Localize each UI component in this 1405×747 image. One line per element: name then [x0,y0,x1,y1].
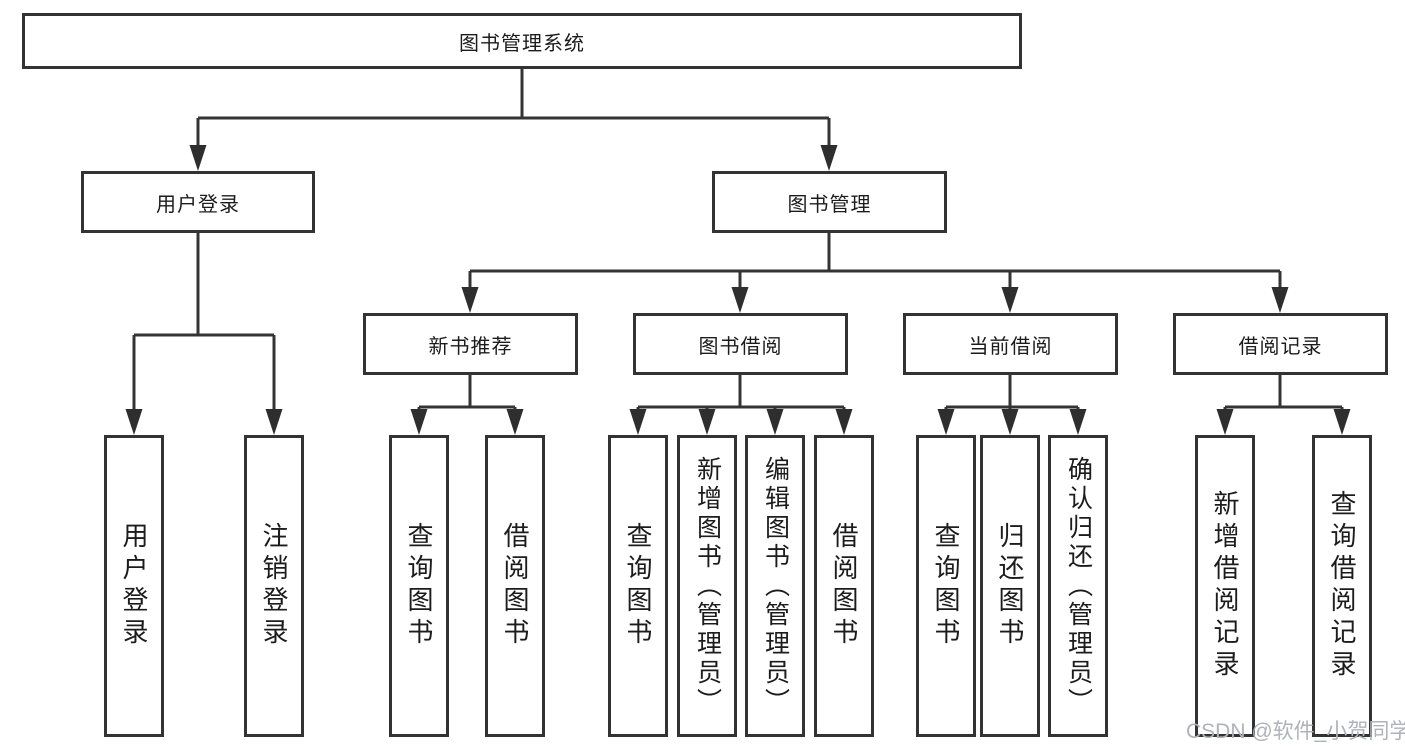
node-label: 查询图书 [931,522,961,650]
connector-new-book-to-leaves [410,375,524,435]
arrowhead [1001,287,1019,313]
node-leaf-return-book: 归还图书 [980,435,1040,737]
node-label: 用户登录 [119,522,149,650]
node-library-management-system: 图书管理系统 [22,13,1022,69]
node-label: 当前借阅 [968,335,1053,358]
node-label: 确认归还（管理员） [1064,455,1093,717]
connector-user-login-to-leaves [125,233,283,435]
arrowhead [937,409,955,435]
node-leaf-logout: 注销登录 [244,435,304,737]
arrowhead [1333,409,1351,435]
node-leaf-user-login: 用户登录 [104,435,164,737]
arrowhead [461,287,479,313]
node-label: 图书借阅 [698,335,783,358]
node-leaf-borrow-books-1: 借阅图书 [485,435,545,737]
connector-current-borrowing-to-leaves [937,375,1087,435]
node-leaf-query-books-2: 查询图书 [608,435,668,737]
arrowhead [835,409,853,435]
arrowhead [410,409,428,435]
node-label: 归还图书 [995,522,1025,650]
node-label: 借阅图书 [829,522,859,650]
connector-book-borrowing-to-leaves [629,375,853,435]
node-label: 借阅记录 [1238,335,1323,358]
node-label: 新书推荐 [428,335,513,358]
arrowhead [766,409,784,435]
arrowhead [189,145,207,171]
node-leaf-query-books-3: 查询图书 [916,435,976,737]
node-label: 图书管理系统 [459,32,585,55]
node-leaf-edit-book-admin: 编辑图书（管理员） [745,435,805,737]
arrowhead [1216,409,1234,435]
arrowhead [1001,409,1019,435]
node-user-login-branch: 用户登录 [81,171,315,233]
arrowhead [1271,287,1289,313]
node-label: 查询图书 [623,522,653,650]
arrowhead [125,409,143,435]
arrowhead [265,409,283,435]
csdn-watermark: CSDN @软件_小贺同学 [1186,720,1405,743]
arrowhead [820,145,838,171]
connector-book-mgmt-to-level3 [461,233,1289,313]
node-label: 查询借阅记录 [1327,490,1357,682]
node-label: 用户登录 [156,193,240,216]
node-book-management-branch: 图书管理 [712,171,947,233]
arrowhead [506,409,524,435]
node-label: 图书管理 [787,193,872,216]
node-leaf-query-books-1: 查询图书 [389,435,449,737]
node-label: 编辑图书（管理员） [761,455,790,717]
node-leaf-add-book-admin: 新增图书（管理员） [677,435,737,737]
node-book-borrowing: 图书借阅 [633,313,848,375]
arrowhead [629,409,647,435]
node-label: 新增图书（管理员） [693,455,722,717]
node-new-book-recommendation: 新书推荐 [363,313,578,375]
node-borrowing-records: 借阅记录 [1173,313,1388,375]
node-leaf-query-borrow-record: 查询借阅记录 [1312,435,1372,737]
node-label: 注销登录 [259,522,289,650]
arrowhead [698,409,716,435]
arrowhead [731,287,749,313]
connector-borrow-records-to-leaves [1216,375,1351,435]
node-label: 借阅图书 [500,522,530,650]
node-leaf-confirm-return-admin: 确认归还（管理员） [1048,435,1108,737]
node-label: 新增借阅记录 [1210,490,1240,682]
arrowhead [1069,409,1087,435]
connector-root-to-level2 [189,69,838,171]
node-leaf-borrow-books-2: 借阅图书 [814,435,874,737]
node-current-borrowing: 当前借阅 [903,313,1118,375]
node-leaf-add-borrow-record: 新增借阅记录 [1195,435,1255,737]
node-label: 查询图书 [404,522,434,650]
